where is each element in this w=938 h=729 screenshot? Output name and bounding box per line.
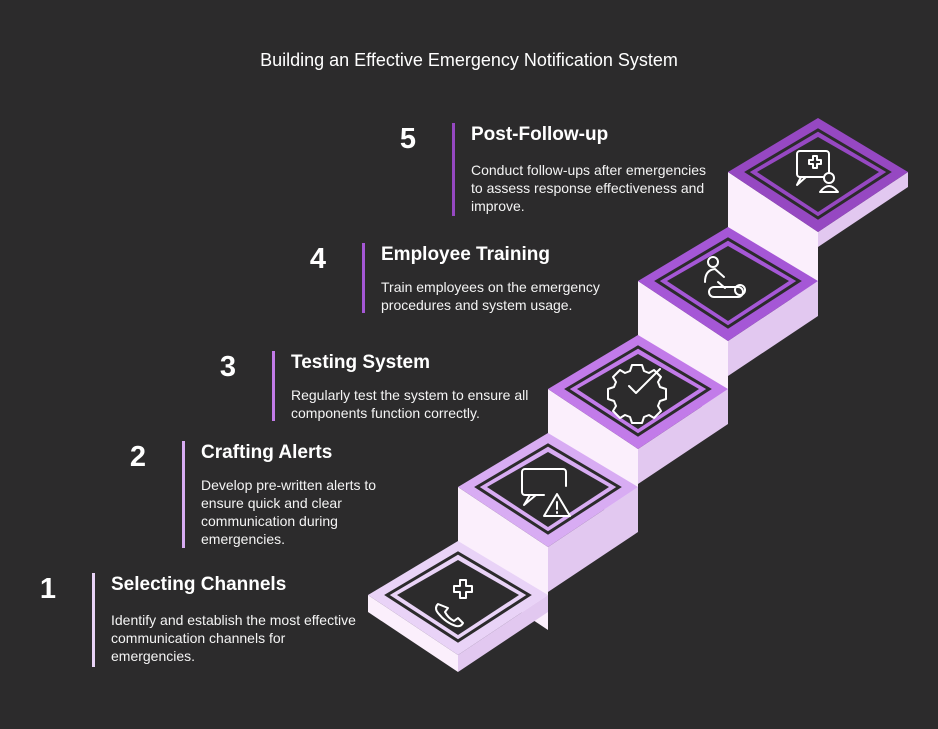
step-4-number: 4 [309,243,327,275]
stair-1 [368,541,548,672]
step-2-number: 2 [129,441,147,473]
step-3-heading: Testing System [291,352,431,373]
phone-medical-icon [435,579,473,628]
cpr-training-icon [704,256,746,298]
step-5-description: Conduct follow-ups after emergencies to … [471,162,707,214]
step-5-heading: Post-Follow-up [471,124,609,145]
step-2-heading: Crafting Alerts [201,442,333,463]
step-1-description: Identify and establish the most effectiv… [111,612,356,664]
step-3-description: Regularly test the system to ensure all … [291,387,529,421]
step-4-heading: Employee Training [381,244,550,265]
step-4-accent-bar [362,243,365,313]
step-5-accent-bar [452,123,455,216]
step-1-heading: Selecting Channels [111,574,287,595]
medical-chat-user-icon [796,150,839,193]
step-4-description: Train employees on the emergency procedu… [381,279,600,313]
message-alert-icon [521,468,571,517]
gear-check-icon [607,364,667,424]
step-1-number: 1 [39,573,57,605]
step-2-description: Develop pre-written alerts to ensure qui… [201,477,377,547]
step-1-accent-bar [92,573,95,667]
step-3-accent-bar [272,351,275,421]
step-5-number: 5 [399,123,417,155]
step-3-number: 3 [219,351,237,383]
step-2-accent-bar [182,441,185,548]
diagram-title: Building an Effective Emergency Notifica… [260,50,678,70]
